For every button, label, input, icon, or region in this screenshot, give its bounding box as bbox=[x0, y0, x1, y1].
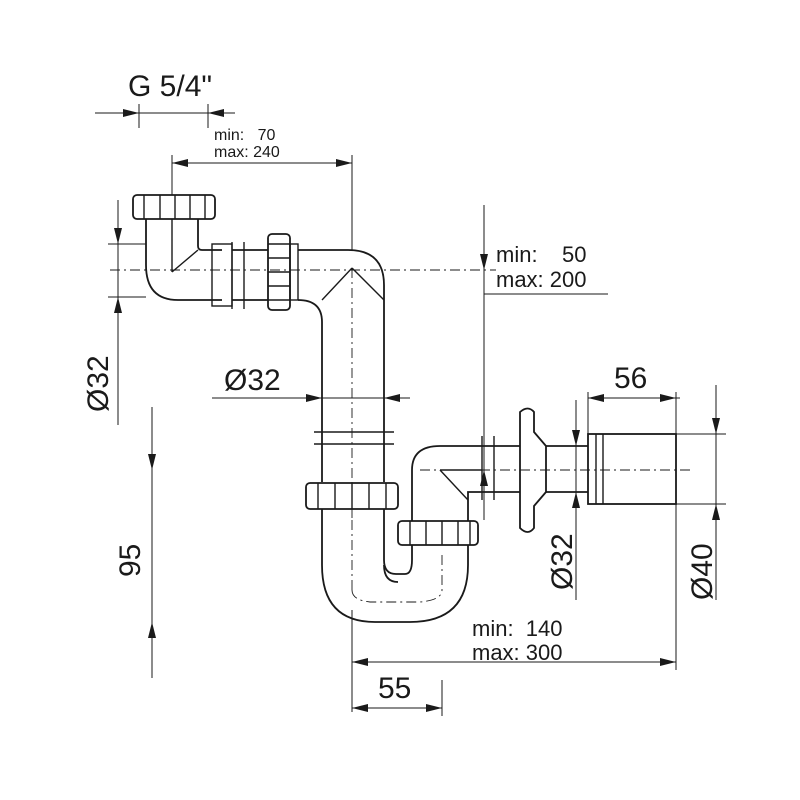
dimension-lines bbox=[95, 104, 726, 716]
trap-right-nut bbox=[397, 520, 479, 546]
u-trap bbox=[321, 509, 469, 623]
outlet-reach-max-label: max: 300 bbox=[472, 640, 563, 665]
outlet-diameter-inner-label: Ø32 bbox=[546, 533, 579, 590]
inlet-tube bbox=[231, 242, 268, 309]
upper-bend bbox=[297, 249, 385, 430]
outlet-elbow bbox=[411, 445, 482, 521]
inlet-reach-max-label: max: 240 bbox=[214, 144, 280, 161]
dimension-labels: G 5/4" min: 70 max: 240 min: 50 max: 200… bbox=[82, 70, 719, 705]
inlet-elbow bbox=[145, 219, 233, 307]
inlet-reach-min-label: min: 70 bbox=[214, 127, 275, 144]
outlet-length-label: 56 bbox=[614, 362, 647, 395]
inlet-nut bbox=[132, 194, 216, 220]
trap-width-label: 55 bbox=[378, 672, 411, 705]
inlet-thread-label: G 5/4" bbox=[128, 70, 212, 103]
outlet-tube bbox=[481, 436, 520, 500]
outlet-connector bbox=[546, 433, 677, 505]
inlet-diameter-label: Ø32 bbox=[82, 355, 115, 412]
drop-min-label: min: 50 bbox=[496, 242, 586, 267]
vertical-tube-break bbox=[314, 430, 394, 482]
siphon-body bbox=[132, 194, 677, 623]
drop-max-label: max: 200 bbox=[496, 267, 587, 292]
outlet-reach-min-label: min: 140 bbox=[472, 616, 563, 641]
center-lines bbox=[110, 225, 690, 603]
outlet-diameter-outer-label: Ø40 bbox=[686, 543, 719, 600]
tube-diameter-label: Ø32 bbox=[224, 364, 281, 397]
inlet-slip-nut bbox=[267, 233, 299, 311]
height-label: 95 bbox=[114, 544, 147, 577]
